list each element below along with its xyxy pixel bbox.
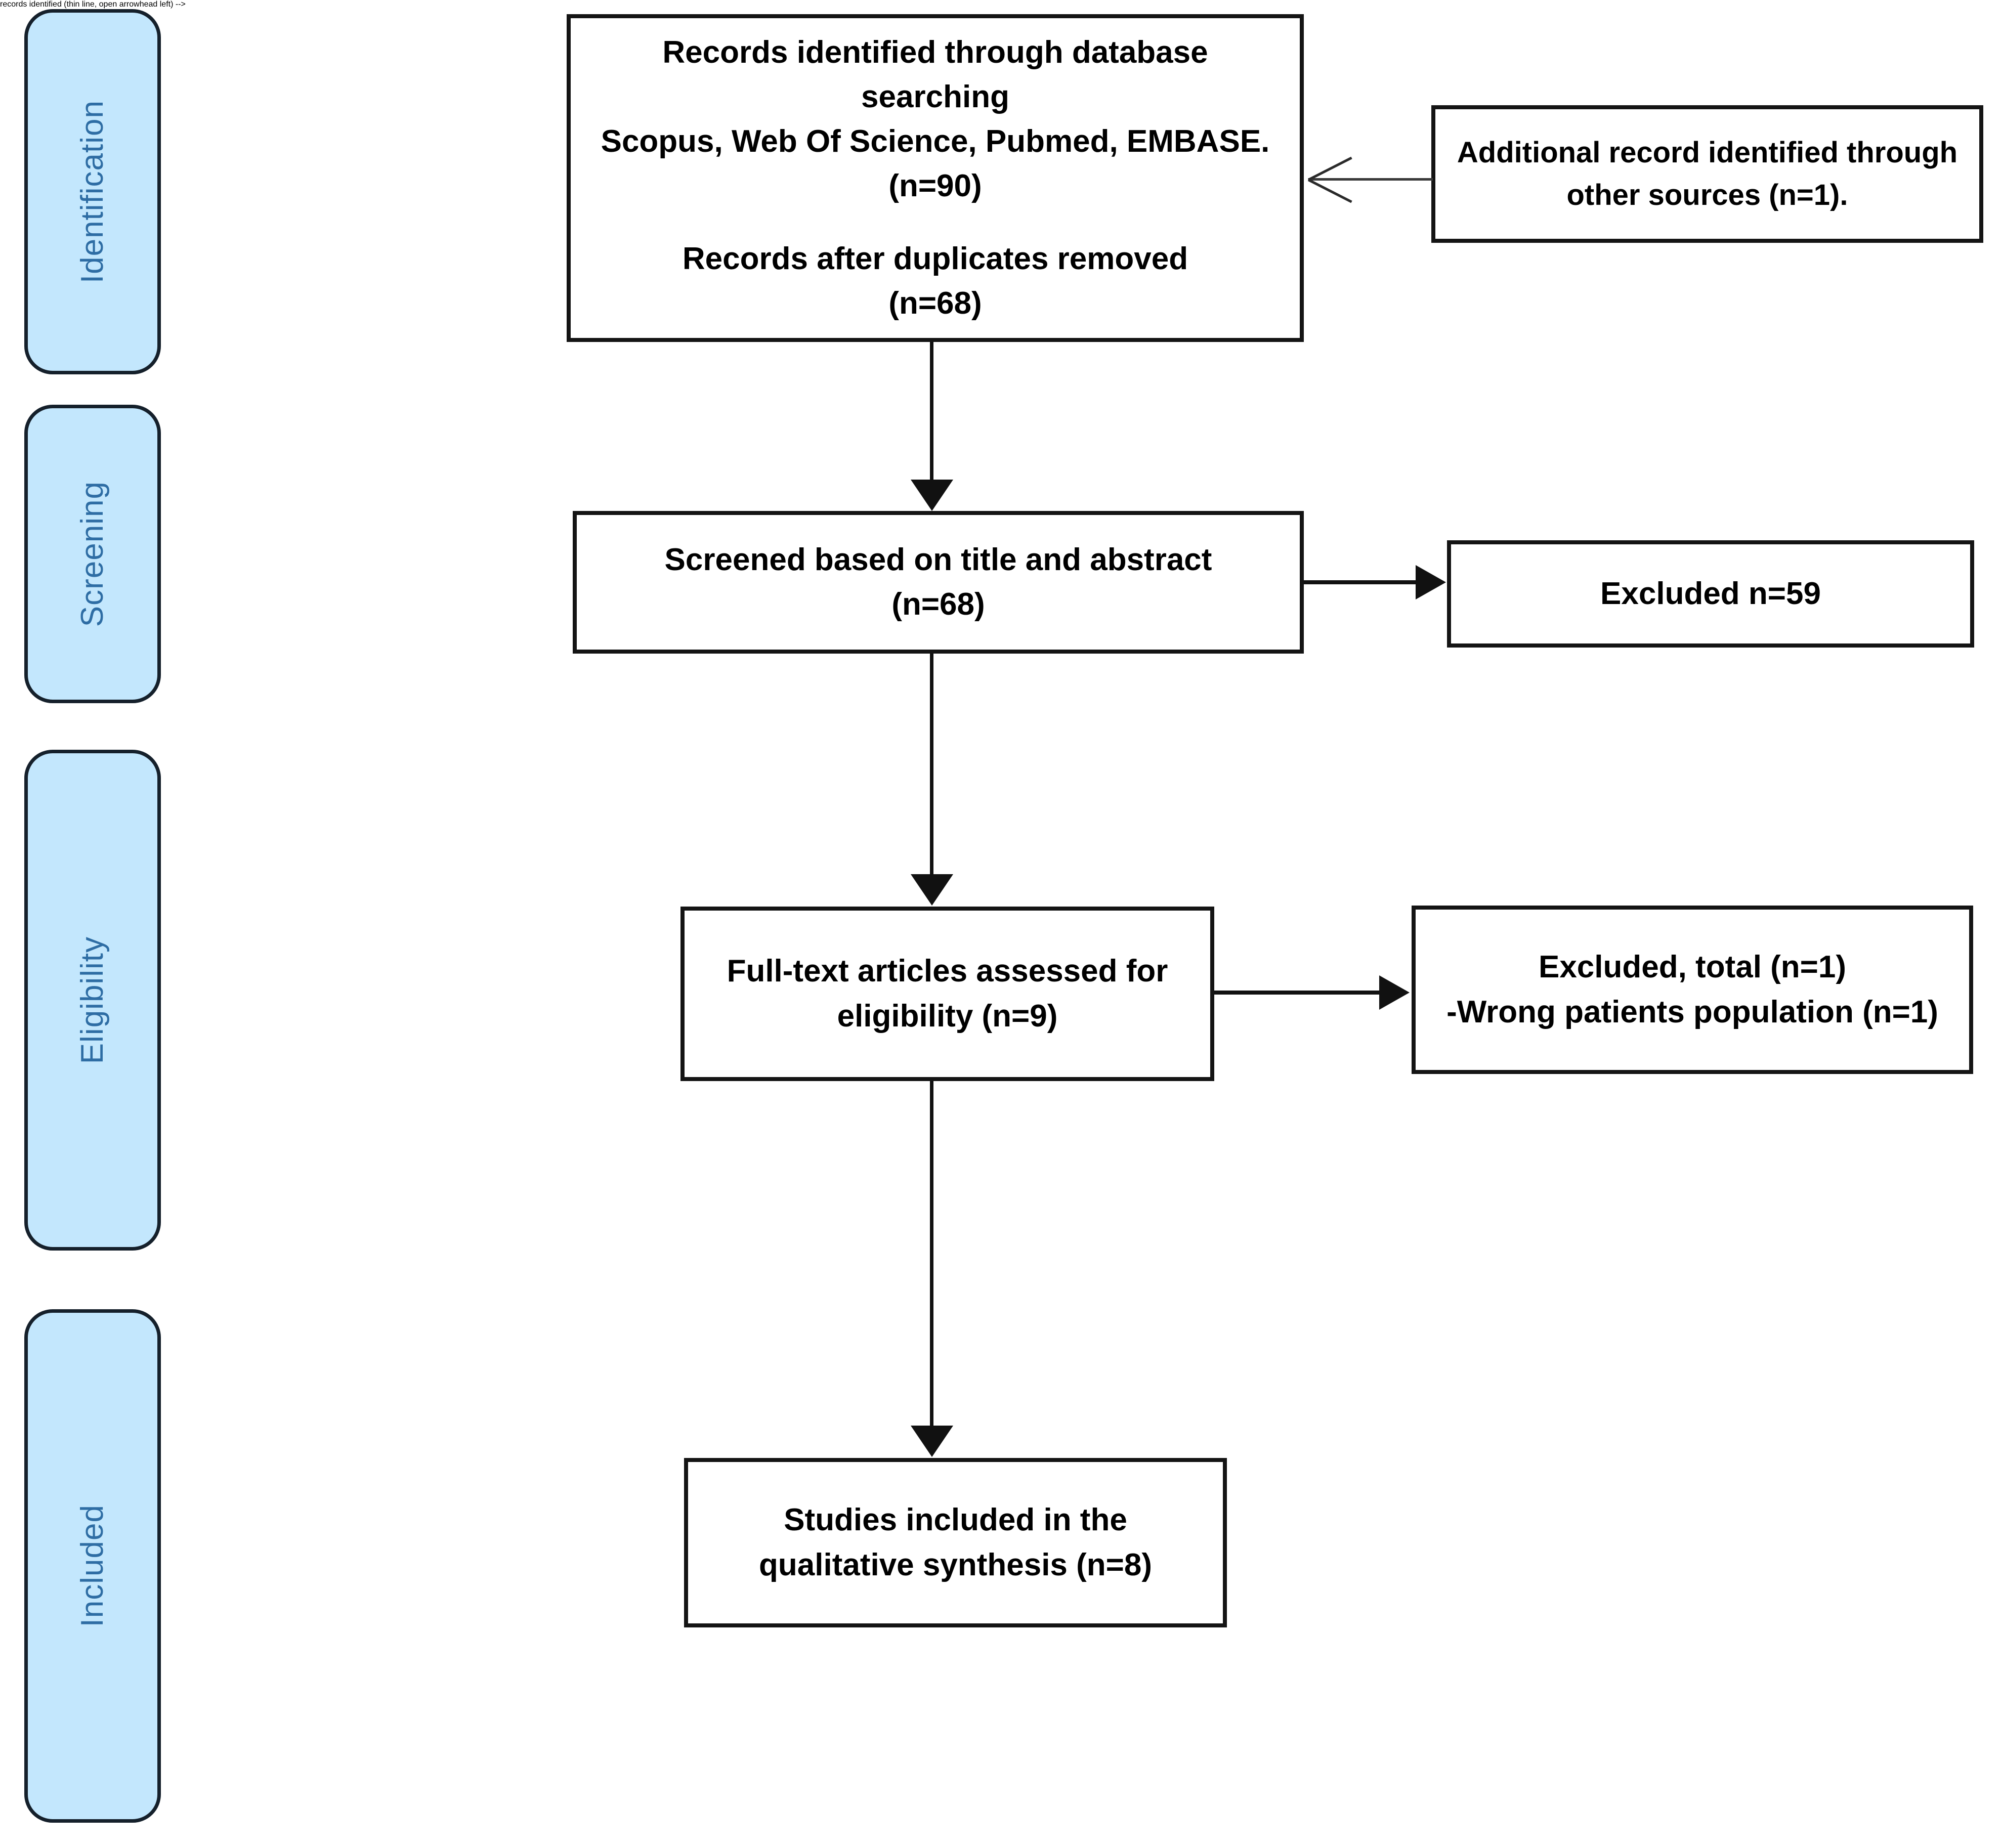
additional-records-line-2: other sources (n=1). <box>1566 179 1848 211</box>
records-identified-count: (n=90) <box>888 168 982 204</box>
screened-line-1: Screened based on title and abstract <box>664 542 1212 577</box>
stage-pill-eligibility: Eligibility <box>24 750 161 1251</box>
arrowhead-down-icon-3 <box>911 1426 953 1457</box>
stage-pill-identification: Identification <box>24 9 161 374</box>
stage-label-included: Included <box>75 1505 110 1627</box>
box-fulltext-assessed: Full-text articles assessed for eligibil… <box>680 907 1214 1081</box>
box-screened: Screened based on title and abstract (n=… <box>573 511 1304 654</box>
box-additional-records: Additional record identified through oth… <box>1431 105 1983 243</box>
excluded-screening-label: Excluded n=59 <box>1600 576 1821 611</box>
connector-additional-to-identified <box>1308 178 1433 181</box>
records-after-duplicates-count: (n=68) <box>888 285 982 321</box>
stage-label-eligibility: Eligibility <box>75 936 110 1064</box>
records-identified-line-2: Scopus, Web Of Science, Pubmed, EMBASE. <box>601 124 1270 159</box>
excluded-eligibility-line-1: Excluded, total (n=1) <box>1538 950 1847 985</box>
stage-pill-included: Included <box>24 1309 161 1823</box>
arrowhead-down-icon-2 <box>911 874 953 906</box>
records-identified-line-1: Records identified through database sear… <box>662 35 1208 115</box>
arrowhead-left-open-icon <box>1307 156 1354 203</box>
connector-fulltext-to-included <box>930 1081 933 1430</box>
fulltext-assessed-line-1: Full-text articles assessed for <box>727 954 1168 989</box>
arrowhead-down-icon-1 <box>911 480 953 511</box>
connector-screened-to-excluded <box>1304 580 1418 584</box>
box-records-identified: Records identified through database sear… <box>567 14 1304 342</box>
box-studies-included: Studies included in the qualitative synt… <box>684 1458 1227 1627</box>
connector-fulltext-to-excluded <box>1214 991 1381 995</box>
connector-screened-to-fulltext <box>930 654 933 877</box>
box-excluded-screening: Excluded n=59 <box>1447 540 1974 648</box>
studies-included-line-2: qualitative synthesis (n=8) <box>759 1547 1152 1582</box>
screened-count: (n=68) <box>891 587 985 622</box>
connector-identified-to-screened <box>930 342 933 483</box>
studies-included-line-1: Studies included in the <box>784 1502 1127 1538</box>
stage-label-identification: Identification <box>75 100 110 284</box>
stage-pill-screening: Screening <box>24 405 161 703</box>
records-after-duplicates-line: Records after duplicates removed <box>682 241 1188 276</box>
excluded-eligibility-line-2: -Wrong patients population (n=1) <box>1446 994 1938 1029</box>
stage-label-screening: Screening <box>75 481 110 627</box>
additional-records-line-1: Additional record identified through <box>1457 136 1958 169</box>
box-excluded-eligibility: Excluded, total (n=1) -Wrong patients po… <box>1412 906 1973 1074</box>
arrowhead-right-icon-1 <box>1416 565 1446 599</box>
arrowhead-right-icon-2 <box>1379 975 1410 1010</box>
fulltext-assessed-line-2: eligibility (n=9) <box>837 998 1058 1034</box>
